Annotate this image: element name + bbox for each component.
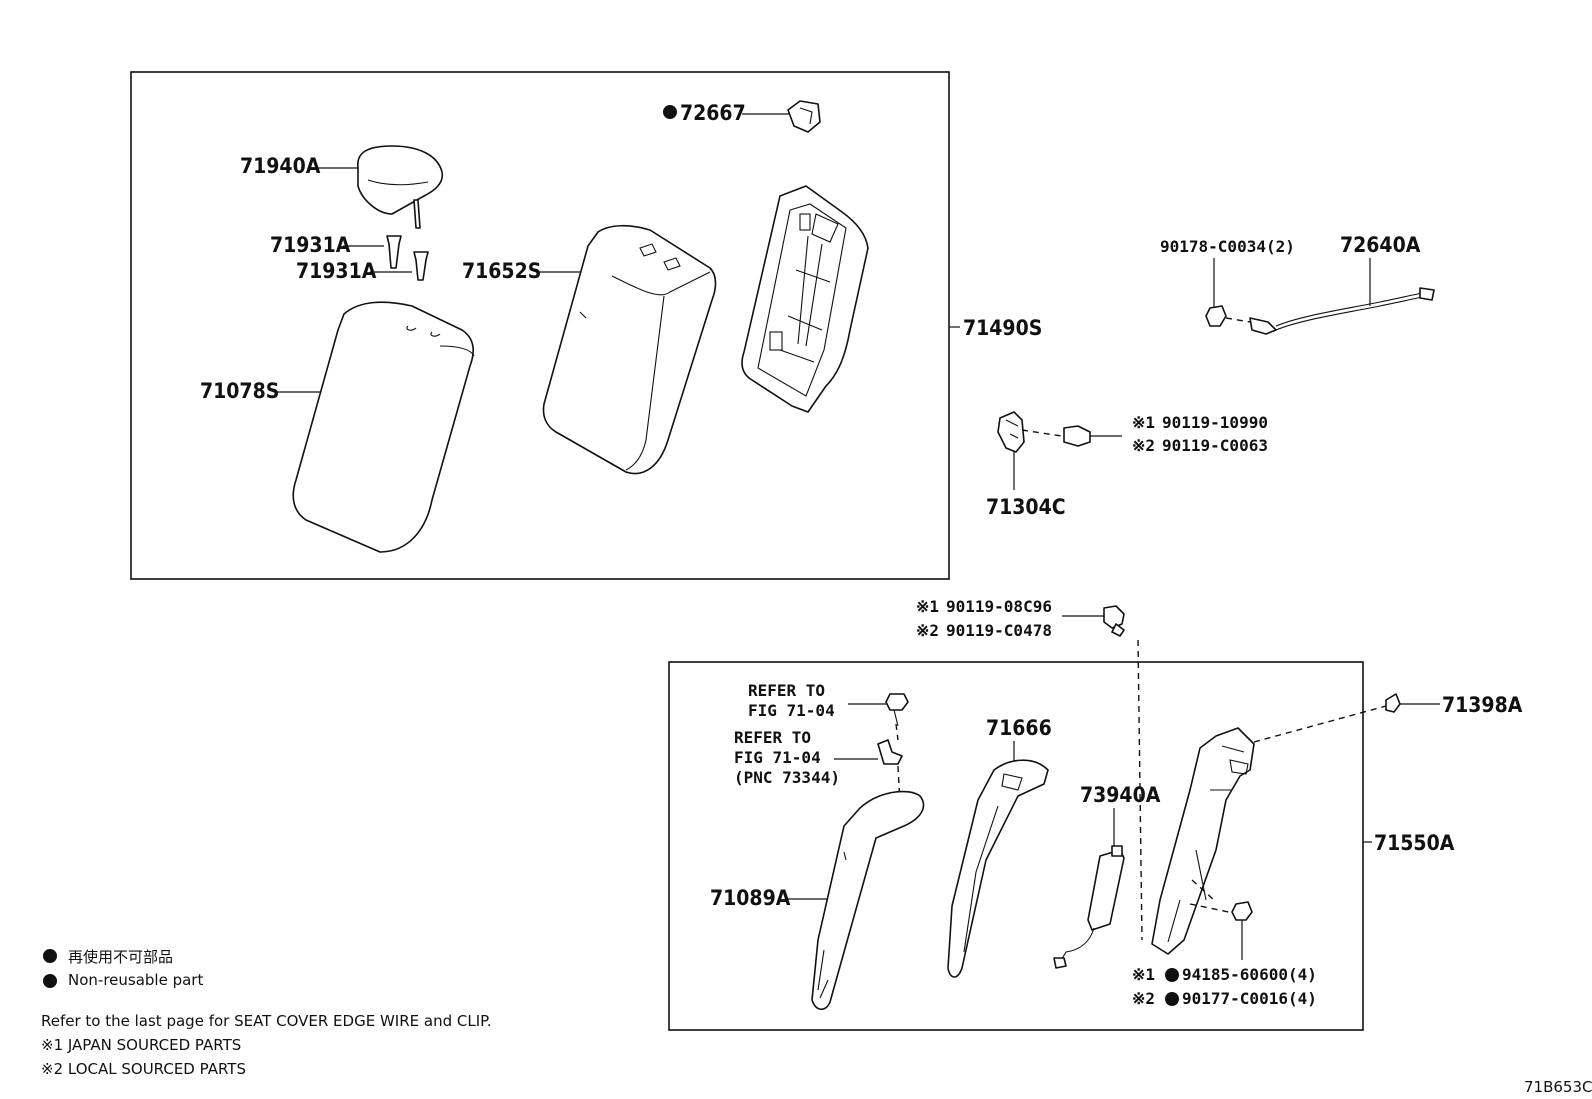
- figure-id: 71B653C: [1524, 1078, 1592, 1096]
- refer-to-2-line1: REFER TO: [734, 728, 811, 747]
- label-90119-08c96[interactable]: 90119-08C96: [946, 597, 1052, 616]
- nut-90178-part: [1205, 305, 1227, 327]
- label-72640a[interactable]: 72640A: [1340, 233, 1421, 257]
- pad-71666-part: [947, 759, 1049, 978]
- clip-72667-part: [787, 100, 821, 133]
- clip-71398a-part: [1385, 693, 1401, 713]
- screw-refer-part: [885, 693, 909, 711]
- label-90119-c0063[interactable]: 90119-C0063: [1162, 436, 1268, 455]
- seatback-assembly-frame: [130, 71, 950, 580]
- mark-1a: ※1: [1132, 413, 1155, 432]
- refer-to-2-line3: (PNC 73344): [734, 768, 840, 787]
- refer-to-1-line1: REFER TO: [748, 681, 825, 700]
- headrest-guide-1-part: [386, 235, 402, 269]
- label-94185-60600[interactable]: 94185-60600(4): [1182, 965, 1317, 984]
- side-assembly-frame: [668, 661, 1364, 1031]
- airbag-73940a-part: [1087, 849, 1125, 931]
- mark-2b: ※2: [916, 621, 939, 640]
- label-90119-c0478[interactable]: 90119-C0478: [946, 621, 1052, 640]
- mark-2c: ※2: [1132, 989, 1155, 1008]
- label-71931a-2[interactable]: 71931A: [296, 259, 377, 283]
- label-71666[interactable]: 71666: [986, 716, 1052, 740]
- mark-1c: ※1: [1132, 965, 1155, 984]
- label-90178-c0034[interactable]: 90178-C0034(2): [1160, 237, 1295, 256]
- headrest-part: [357, 145, 444, 215]
- wire-72640a-part: [1249, 317, 1277, 335]
- label-71652s[interactable]: 71652S: [462, 259, 541, 283]
- label-73940a[interactable]: 73940A: [1080, 783, 1161, 807]
- seatback-pad-part: [292, 301, 475, 553]
- headrest-guide-2-part: [413, 251, 429, 281]
- non-reusable-dot: [663, 105, 677, 119]
- refer-to-2-line2[interactable]: FIG 71-04: [734, 748, 821, 767]
- legend-nonreusable-en: Non-reusable part: [68, 971, 204, 989]
- non-reusable-dot: [1165, 968, 1179, 982]
- seatback-frame-part: [741, 185, 869, 413]
- bracket-71304c-part: [997, 411, 1025, 453]
- note-local-sourced: ※2 LOCAL SOURCED PARTS: [41, 1060, 246, 1078]
- label-71089a[interactable]: 71089A: [710, 886, 791, 910]
- label-72667[interactable]: 72667: [680, 101, 746, 125]
- mark-1b: ※1: [916, 597, 939, 616]
- note-japan-sourced: ※1 JAPAN SOURCED PARTS: [41, 1036, 242, 1054]
- note-seat-cover-edge-wire: Refer to the last page for SEAT COVER ED…: [41, 1012, 492, 1030]
- garnish-71089a-part: [811, 790, 925, 1011]
- bolt-90119-10990-part: [1063, 425, 1091, 447]
- label-71550a[interactable]: 71550A: [1374, 831, 1455, 855]
- label-71940a[interactable]: 71940A: [240, 154, 321, 178]
- seatback-cover-part: [542, 224, 717, 475]
- label-71931a-1[interactable]: 71931A: [270, 233, 351, 257]
- mark-2a: ※2: [1132, 436, 1155, 455]
- side-frame-71550a-part: [1151, 727, 1255, 955]
- legend-dot-en: [43, 974, 57, 988]
- non-reusable-dot: [1165, 992, 1179, 1006]
- bolt-90119-08c96-part: [1103, 605, 1125, 629]
- label-71490s[interactable]: 71490S: [963, 316, 1042, 340]
- nut-94185-part: [1231, 901, 1253, 921]
- legend-nonreusable-jp: 再使用不可部品: [68, 948, 174, 966]
- label-90119-10990[interactable]: 90119-10990: [1162, 413, 1268, 432]
- bracket-73344-part: [877, 739, 903, 765]
- label-71304c[interactable]: 71304C: [986, 495, 1066, 519]
- label-71078s[interactable]: 71078S: [200, 379, 279, 403]
- legend-dot-jp: [43, 949, 57, 963]
- refer-to-1-line2[interactable]: FIG 71-04: [748, 701, 835, 720]
- label-90177-c0016[interactable]: 90177-C0016(4): [1182, 989, 1317, 1008]
- label-71398a[interactable]: 71398A: [1442, 693, 1523, 717]
